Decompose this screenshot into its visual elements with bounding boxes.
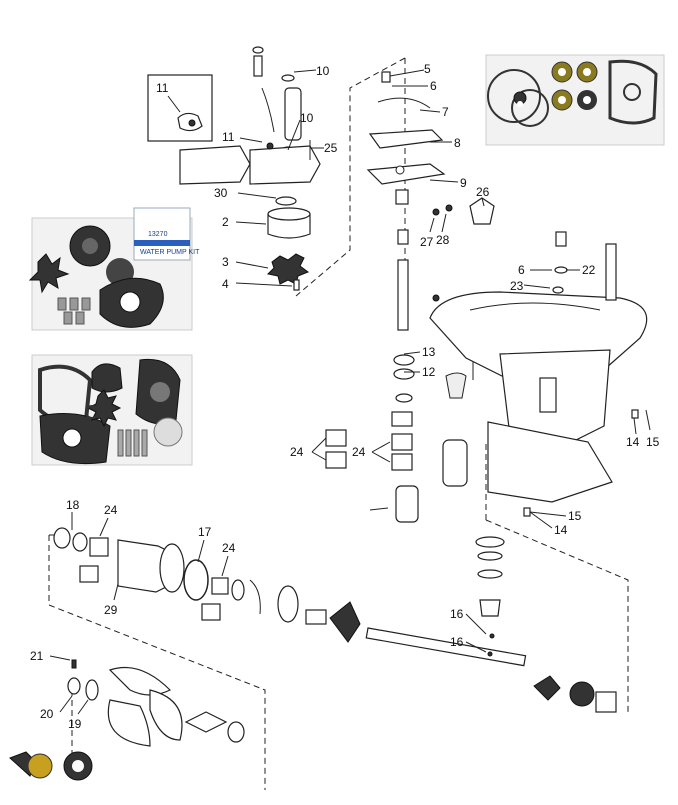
callout-3: 3 (222, 255, 229, 269)
callout-15: 15 (646, 435, 660, 449)
callout-10: 10 (300, 111, 314, 125)
callout-18: 18 (66, 498, 80, 512)
callout-17: 17 (198, 525, 212, 539)
water-pump-kit-photo-top: 13270 WATER PUMP KIT (28, 207, 200, 331)
water-pump-kit-photo-bottom (31, 354, 193, 466)
callout-26: 26 (476, 185, 490, 199)
callout-27: 27 (420, 235, 434, 249)
propeller-group (9, 659, 245, 781)
gasket-seal-kit-photo (485, 54, 665, 146)
callout-19: 19 (68, 717, 82, 731)
callout-24: 24 (352, 445, 366, 459)
callout-24: 24 (222, 541, 236, 555)
kit-box-line: WATER PUMP KIT (140, 249, 200, 256)
callout-14: 14 (626, 435, 640, 449)
callout-28: 28 (436, 233, 450, 247)
callout-20: 20 (40, 707, 54, 721)
callout-4: 4 (222, 277, 229, 291)
callout-16: 16 (450, 635, 464, 649)
callout-11: 11 (222, 130, 235, 144)
callout-14: 14 (554, 523, 568, 537)
callout-21: 21 (30, 649, 44, 663)
callout-10: 10 (316, 64, 330, 78)
kit-box-number: 13270 (148, 231, 168, 238)
callout-labels: 11 10 10 11 25 30 2 3 4 5 6 7 8 9 26 27 … (30, 62, 660, 731)
driveshaft-and-covers (366, 71, 495, 331)
leader-lines (49, 69, 651, 715)
callout-2: 2 (222, 215, 229, 229)
callout-9: 9 (460, 176, 467, 190)
inset-part-11 (147, 74, 213, 142)
callout-30: 30 (214, 186, 228, 200)
water-tube-and-housing (179, 46, 321, 291)
callout-24: 24 (290, 445, 304, 459)
callout-29: 29 (104, 603, 118, 617)
callout-12: 12 (422, 365, 436, 379)
callout-23: 23 (510, 279, 524, 293)
callout-24: 24 (104, 503, 118, 517)
callout-13: 13 (422, 345, 436, 359)
callout-15: 15 (568, 509, 582, 523)
callout-22: 22 (582, 263, 596, 277)
gearcase-housing (369, 231, 648, 523)
callout-16: 16 (450, 607, 464, 621)
callout-8: 8 (454, 136, 461, 150)
callout-6: 6 (518, 263, 525, 277)
callout-11: 11 (156, 81, 169, 95)
callout-6: 6 (430, 79, 437, 93)
callout-5: 5 (424, 62, 431, 76)
callout-25: 25 (324, 141, 338, 155)
propeller-shaft-assembly (53, 527, 617, 713)
callout-7: 7 (442, 105, 449, 119)
